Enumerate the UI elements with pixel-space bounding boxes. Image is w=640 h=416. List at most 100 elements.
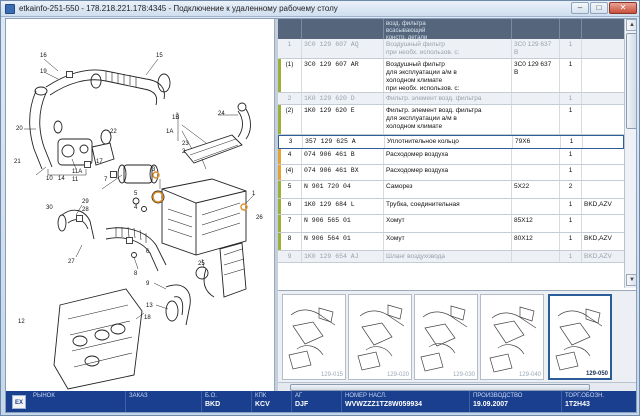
close-button[interactable]: ✕ bbox=[609, 2, 637, 14]
status-field-label: РЫНОК bbox=[33, 393, 55, 399]
callout-label[interactable]: 9 bbox=[146, 281, 150, 287]
illustration-thumbnail[interactable]: 129-040 bbox=[480, 294, 544, 380]
thumbnail-stroke bbox=[357, 351, 381, 371]
minimize-button[interactable]: – bbox=[571, 2, 589, 14]
part-note: 79X6 bbox=[513, 136, 561, 148]
scroll-thumb[interactable] bbox=[290, 384, 590, 391]
part-number: 1K0 129 684 L bbox=[302, 199, 384, 214]
part-quantity: 1 bbox=[560, 215, 582, 232]
parts-diagram[interactable]: 16 19 15 20 21 10 14 11A 11 17 22 1B 1A … bbox=[6, 19, 274, 391]
part-position: 1 bbox=[278, 39, 302, 58]
thumbnail-drawing bbox=[489, 306, 537, 373]
status-field-value: WVWZZZ1TZ8W059934 bbox=[345, 401, 423, 408]
part-name: Шланг воздуховода bbox=[384, 251, 512, 262]
callout-label[interactable]: 17 bbox=[96, 159, 103, 165]
window-title: etkainfo-251-550 - 178.218.221.178:4345 … bbox=[19, 4, 338, 13]
callout-label[interactable]: 18 bbox=[144, 315, 151, 321]
title-bar[interactable]: etkainfo-251-550 - 178.218.221.178:4345 … bbox=[1, 1, 639, 17]
callout-checkbox[interactable] bbox=[84, 161, 91, 168]
callout-label[interactable]: 25 bbox=[198, 261, 205, 267]
callout-checkbox[interactable] bbox=[126, 237, 133, 244]
illustration-thumbnail[interactable]: 129-015 bbox=[282, 294, 346, 380]
thumbnail-drawing bbox=[555, 308, 603, 371]
scroll-down-button[interactable]: ▼ bbox=[626, 274, 636, 286]
callout-label[interactable]: 2 bbox=[182, 149, 186, 155]
callout-label[interactable]: 13 bbox=[146, 303, 153, 309]
part-position: 5 bbox=[278, 181, 302, 198]
callout-checkbox[interactable] bbox=[66, 71, 73, 78]
callout-label[interactable]: 26 bbox=[256, 215, 263, 221]
illustration-thumbnail[interactable]: 129-020 bbox=[348, 294, 412, 380]
thumbnail-drawing bbox=[357, 304, 405, 371]
callout-label[interactable]: 4 bbox=[134, 205, 138, 211]
thumbnail-stroke bbox=[422, 311, 468, 328]
callout-label[interactable]: 16 bbox=[40, 53, 47, 59]
callout-label[interactable]: 1A bbox=[166, 129, 174, 135]
part-name: Воздушный фильтр для эксплуатации а/м в … bbox=[384, 59, 512, 92]
callout-label[interactable]: 23 bbox=[182, 141, 189, 147]
illustration-thumbnail[interactable]: 129-050 bbox=[548, 294, 612, 380]
thumbnail-caption: 129-040 bbox=[518, 372, 541, 378]
thumbnails-horizontal-scrollbar[interactable] bbox=[278, 382, 636, 392]
callout-label[interactable]: 7 bbox=[104, 177, 108, 183]
pane-splitter[interactable] bbox=[274, 19, 278, 391]
callout-label[interactable]: 1 bbox=[252, 191, 256, 197]
callout-label[interactable]: 27 bbox=[68, 259, 75, 265]
callout-label[interactable]: 24 bbox=[218, 111, 225, 117]
callout-label[interactable]: 21 bbox=[14, 159, 21, 165]
callout-label[interactable]: 11 bbox=[72, 177, 79, 183]
callout-label[interactable]: 1B bbox=[172, 115, 180, 121]
ex-logo-icon[interactable]: EX bbox=[12, 395, 26, 409]
part-position: 8 bbox=[278, 233, 302, 250]
part-quantity: 1 bbox=[560, 233, 582, 250]
part-note bbox=[512, 251, 560, 262]
callout-label[interactable]: 19 bbox=[40, 69, 47, 75]
status-field-label: ТОРГ.ОБОЗН. bbox=[565, 393, 605, 399]
status-field: НОМЕР НАСЛ.WVWZZZ1TZ8W059934 bbox=[342, 391, 470, 412]
callout-label[interactable]: 8 bbox=[134, 271, 138, 277]
thumbnail-stroke bbox=[424, 323, 456, 347]
parts-table-header: возд. фильтра всасывающий констр. детали bbox=[278, 19, 624, 39]
part-position: 4 bbox=[278, 149, 302, 164]
callout-label[interactable]: 20 bbox=[16, 126, 23, 132]
maximize-button[interactable]: □ bbox=[590, 2, 608, 14]
parts-vertical-scrollbar[interactable]: ▲ ▼ bbox=[624, 19, 636, 288]
callout-checkbox[interactable] bbox=[110, 171, 117, 178]
callout-label[interactable]: 11A bbox=[72, 169, 83, 175]
callout-label[interactable]: 14 bbox=[58, 176, 65, 182]
part-number: N 906 564 01 bbox=[302, 233, 384, 250]
status-field-value: DJF bbox=[295, 401, 309, 408]
scroll-thumb[interactable] bbox=[626, 33, 636, 129]
part-name: Уплотнительное кольцо bbox=[385, 136, 513, 148]
scroll-up-button[interactable]: ▲ bbox=[626, 19, 636, 31]
callout-label[interactable]: 10 bbox=[46, 176, 53, 182]
callout-label[interactable]: 15 bbox=[156, 53, 163, 59]
part-position: (1) bbox=[278, 59, 302, 92]
callout-label[interactable]: 30 bbox=[46, 205, 53, 211]
callout-label[interactable]: 22 bbox=[110, 129, 117, 135]
callout-label[interactable]: 3 bbox=[152, 167, 156, 173]
illustration-thumbnail[interactable]: 129-030 bbox=[414, 294, 478, 380]
header-number bbox=[302, 19, 384, 39]
callout-label[interactable]: 28 bbox=[82, 207, 89, 213]
callout-label[interactable]: 29 bbox=[82, 199, 89, 205]
callout-label[interactable]: 5 bbox=[134, 191, 138, 197]
callout-label[interactable]: 6 bbox=[146, 249, 150, 255]
callout-checkbox[interactable] bbox=[76, 215, 83, 222]
part-model bbox=[582, 149, 624, 164]
part-name: Фильтр. элемент возд. фильтра bbox=[384, 93, 512, 104]
part-quantity: 1 bbox=[560, 149, 582, 164]
callout-label[interactable]: 12 bbox=[18, 319, 25, 325]
